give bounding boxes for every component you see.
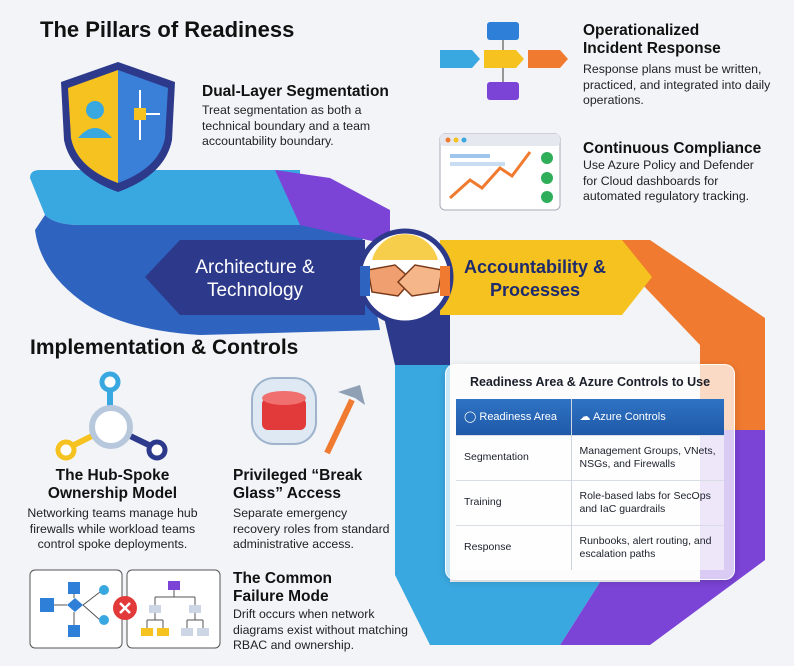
cell-area: Segmentation [456,434,572,480]
header-readiness-area: ◯ Readiness Area [456,399,572,435]
compliance-title: Continuous Compliance [583,140,762,157]
cell-controls: Management Groups, VNets, NSGs, and Fire… [571,434,724,480]
arrow-right-label: Accountability & Processes [463,257,606,300]
shield-icon [61,62,175,192]
break-glass-title: Privileged “Break Glass” Access [233,467,363,502]
header-label: Azure Controls [592,411,666,424]
failure-desc: Drift occurs when network diagrams exist… [233,607,408,652]
page-title: The Pillars of Readiness [40,17,295,42]
dual-layer-desc: Treat segmentation as both a technical b… [202,103,371,148]
handshake-icon [360,234,450,297]
header-label: Readiness Area [479,411,558,424]
cell-area: Training [456,479,572,525]
arrow-left-label: Architecture & Technology [195,257,315,301]
controls-table: ◯ Readiness Area ☁ Azure Controls Segmen… [456,399,724,570]
implementation-title: Implementation & Controls [30,336,299,359]
hub-spoke-desc: Networking teams manage hub firewalls wh… [27,506,198,551]
arrow-right-shape [440,240,652,315]
break-glass-icon [251,377,365,455]
hub-spoke-icon [55,371,168,461]
incident-flow-icon [440,22,568,100]
break-glass-desc: Separate emergency recovery roles from s… [233,506,390,551]
cell-area: Response [456,524,572,570]
header-azure-controls: ☁ Azure Controls [571,399,724,435]
shield-icon: ◯ [464,411,477,424]
cell-controls: Role-based labs for SecOps and IaC guard… [571,479,724,525]
compliance-dashboard-icon [439,133,561,211]
cloud-icon: ☁ [579,411,591,424]
cell-controls: Runbooks, alert routing, and escalation … [571,524,724,570]
failure-title: The Common Failure Mode [233,570,333,605]
controls-table-card: Readiness Area & Azure Controls to Use ◯… [445,364,735,580]
arrow-left-shape [145,240,365,315]
table-title: Readiness Area & Azure Controls to Use [469,375,711,389]
incident-title: Operationalized Incident Response [583,22,721,57]
ribbon-top-purple [275,170,390,245]
ribbon-left-band-light [30,170,300,225]
hub-spoke-title: The Hub-Spoke Ownership Model [47,467,178,502]
dual-layer-title: Dual-Layer Segmentation [202,83,389,100]
compliance-desc: Use Azure Policy and Defender for Cloud … [583,158,754,203]
failure-mode-diagram [29,569,221,649]
table-header-row: ◯ Readiness Area ☁ Azure Controls [456,399,724,435]
incident-desc: Response plans must be written, practice… [583,62,771,107]
